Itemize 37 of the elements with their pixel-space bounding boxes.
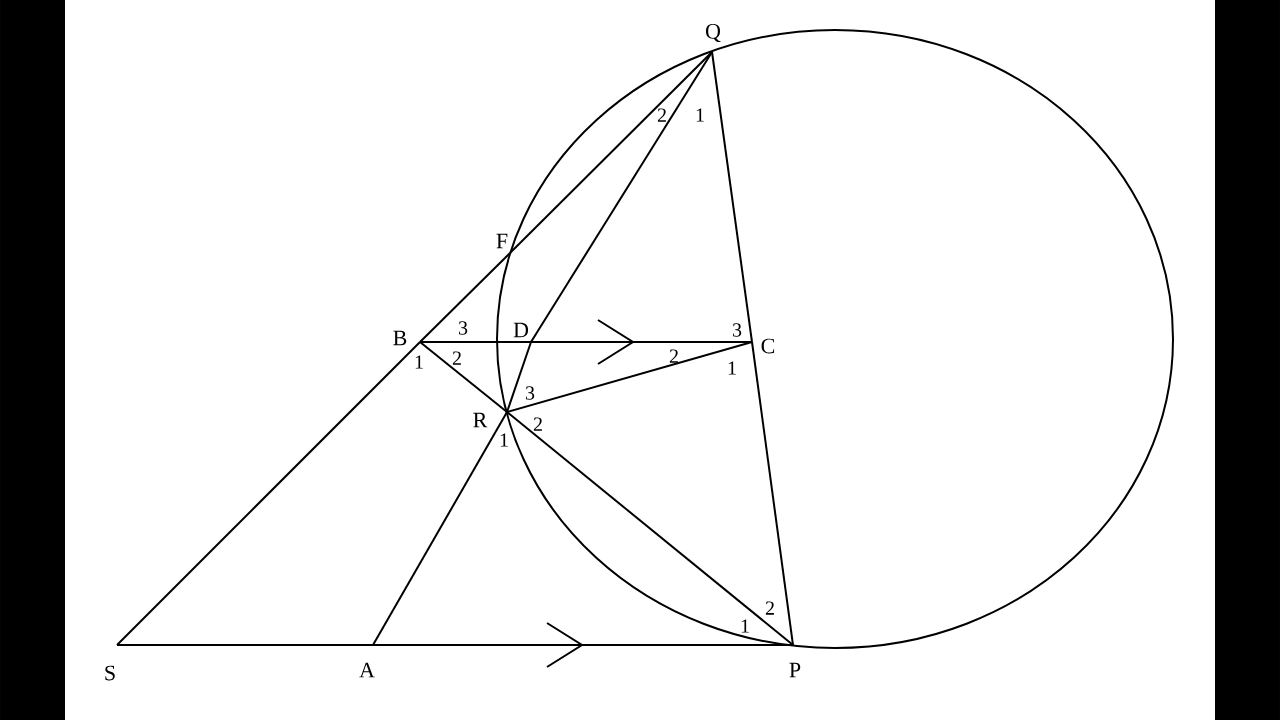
angle-number: 3 bbox=[459, 321, 468, 335]
angle-number: 1 bbox=[741, 619, 749, 633]
line-segment bbox=[419, 341, 532, 343]
point-label: R bbox=[473, 412, 488, 428]
angle-number: 1 bbox=[500, 433, 508, 447]
line-segment bbox=[506, 341, 753, 413]
point-label: S bbox=[105, 665, 115, 681]
point-label: B bbox=[393, 330, 407, 346]
point-label: Q bbox=[705, 23, 721, 43]
line-segment bbox=[372, 411, 508, 646]
line-segment bbox=[419, 341, 508, 413]
angle-number: 1 bbox=[728, 361, 736, 375]
line-segment bbox=[116, 341, 421, 646]
line-segment bbox=[530, 341, 753, 343]
angle-number: 1 bbox=[696, 108, 704, 122]
point-label: P bbox=[789, 662, 801, 678]
angle-number: 2 bbox=[765, 601, 774, 615]
angle-number: 2 bbox=[669, 349, 678, 363]
line-segment bbox=[116, 644, 374, 646]
point-label: D bbox=[513, 322, 529, 338]
line-segment bbox=[506, 411, 794, 646]
line-segment bbox=[711, 51, 753, 343]
angle-number: 2 bbox=[657, 108, 666, 122]
point-label: F bbox=[496, 233, 508, 249]
line-segment bbox=[530, 51, 713, 343]
point-label: A bbox=[359, 662, 375, 678]
angle-number: 3 bbox=[526, 386, 535, 400]
line-segment bbox=[419, 252, 511, 343]
line-segment bbox=[372, 644, 794, 646]
line-segment bbox=[506, 341, 532, 413]
angle-number: 3 bbox=[733, 323, 742, 337]
angle-number: 2 bbox=[452, 351, 461, 365]
angle-number: 1 bbox=[415, 355, 423, 369]
angle-number: 2 bbox=[533, 417, 542, 431]
line-segment bbox=[509, 51, 713, 254]
point-label: C bbox=[761, 338, 775, 354]
line-segment bbox=[751, 341, 794, 646]
